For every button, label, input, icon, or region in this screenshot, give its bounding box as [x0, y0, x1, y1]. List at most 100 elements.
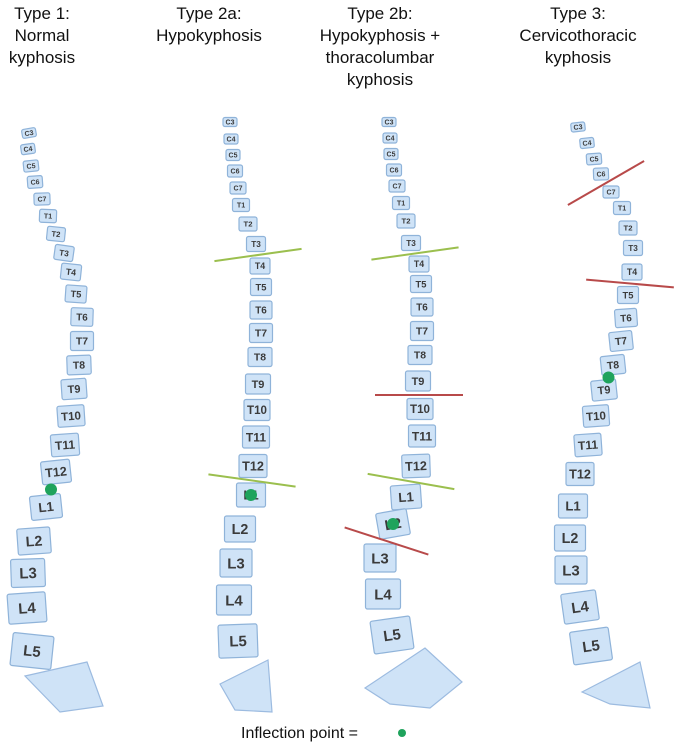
vertebra-label: L3 [562, 562, 580, 579]
vertebra-l4: L4 [364, 578, 402, 610]
vertebra-body [612, 200, 632, 216]
vertebra-label: T5 [70, 289, 82, 300]
vertebra-t11: T11 [241, 425, 271, 449]
vertebra-c3: C3 [570, 121, 586, 133]
panel-title-line: Normal [15, 26, 70, 45]
vertebra-t9: T9 [244, 373, 272, 395]
vertebra-body [53, 243, 75, 263]
vertebra-label: T5 [416, 279, 427, 289]
vertebra-t8: T8 [66, 354, 92, 376]
vertebra-body [401, 453, 431, 479]
vertebra-body [38, 208, 58, 224]
vertebra-label: T11 [577, 438, 598, 453]
vertebra-t3: T3 [53, 243, 75, 263]
vertebra-body [408, 255, 430, 273]
vertebra-body [245, 235, 267, 253]
vertebra-t4: T4 [249, 257, 271, 275]
vertebra-body [244, 373, 272, 395]
vertebra-body [554, 555, 588, 585]
vertebra-t1: T1 [38, 208, 58, 224]
vertebra-c5: C5 [22, 159, 40, 173]
vertebra-label: L4 [18, 600, 37, 618]
vertebra-body [66, 354, 92, 376]
vertebra-label: C4 [23, 146, 33, 154]
vertebra-body [389, 483, 423, 511]
vertebra-body [28, 493, 64, 521]
vertebra-label: L2 [232, 522, 249, 538]
vertebra-c6: C6 [26, 175, 44, 189]
vertebra-c7: C7 [388, 179, 406, 193]
vertebra-c3: C3 [21, 127, 37, 139]
vertebra-label: C3 [385, 119, 394, 126]
vertebra-label: T12 [569, 467, 591, 481]
inflection-point-marker [387, 518, 399, 530]
vertebra-label: C6 [231, 168, 240, 175]
vertebra-body [409, 274, 433, 294]
vertebra-body [70, 307, 94, 327]
vertebra-label: L5 [229, 633, 247, 651]
vertebra-l1: L1 [389, 483, 423, 511]
spine-panel-4: C3C4C5C6C7T1T2T3T4T5T6T7T8T9T10T11T12L1L… [553, 121, 674, 709]
vertebra-label: T5 [256, 282, 267, 292]
vertebra-body [59, 262, 83, 282]
vertebra-body [26, 175, 44, 189]
vertebra-t2: T2 [45, 225, 67, 243]
vertebra-body [20, 142, 36, 156]
vertebra-label: L4 [225, 592, 243, 609]
vertebra-label: T12 [44, 464, 67, 480]
vertebra-label: L1 [565, 499, 580, 514]
vertebra-c5: C5 [585, 152, 603, 166]
vertebra-label: C7 [393, 183, 402, 190]
green-boundary-line [367, 472, 455, 491]
vertebra-body [570, 121, 586, 133]
spine-panel-3: C3C4C5C6C7T1T2T3T4T5T6T7T8T9T10T11T12L1L… [344, 116, 463, 709]
vertebra-label: T3 [59, 248, 70, 258]
vertebra-body [613, 307, 639, 329]
vertebra-label: T7 [76, 337, 88, 348]
vertebra-body [226, 164, 244, 178]
panel-title-line: thoracolumbar [326, 48, 435, 67]
vertebra-t7: T7 [248, 322, 274, 344]
vertebra-body [247, 346, 273, 368]
vertebra-body [22, 159, 40, 173]
vertebra-t8: T8 [407, 344, 433, 366]
vertebra-c3: C3 [222, 116, 238, 128]
vertebra-body [223, 133, 239, 145]
vertebra-label: T1 [618, 205, 626, 213]
vertebra-body [39, 458, 73, 486]
vertebra-t10: T10 [243, 398, 271, 422]
vertebra-label: T6 [416, 302, 428, 313]
vertebra-body [553, 524, 587, 552]
vertebra-t3: T3 [245, 235, 267, 253]
vertebra-body [590, 378, 618, 402]
vertebra-body [557, 493, 589, 519]
vertebra-body [585, 152, 603, 166]
panel-title-line: Type 3: [550, 4, 606, 23]
vertebra-t12: T12 [401, 453, 431, 479]
vertebra-body [382, 132, 398, 144]
legend: Inflection point = [241, 725, 406, 742]
vertebra-label: T8 [254, 353, 266, 364]
vertebra-body [369, 615, 415, 655]
inflection-point-marker [45, 483, 57, 496]
vertebra-l4: L4 [215, 584, 253, 616]
vertebra-body [243, 398, 271, 422]
vertebra-label: T4 [414, 259, 424, 269]
vertebra-label: T2 [51, 229, 61, 239]
vertebra-label: L1 [38, 499, 55, 516]
vertebra-l5: L5 [217, 623, 259, 659]
vertebra-label: T5 [623, 290, 634, 300]
panel-title-line: Type 1: [14, 4, 70, 23]
vertebra-t5: T5 [409, 274, 433, 294]
vertebra-c5: C5 [225, 148, 241, 162]
vertebra-label: T7 [614, 336, 627, 348]
vertebra-label: L5 [581, 637, 601, 656]
vertebra-t6: T6 [249, 300, 273, 320]
vertebra-body [592, 167, 610, 181]
vertebra-l4: L4 [560, 589, 600, 625]
vertebra-t5: T5 [249, 277, 273, 297]
